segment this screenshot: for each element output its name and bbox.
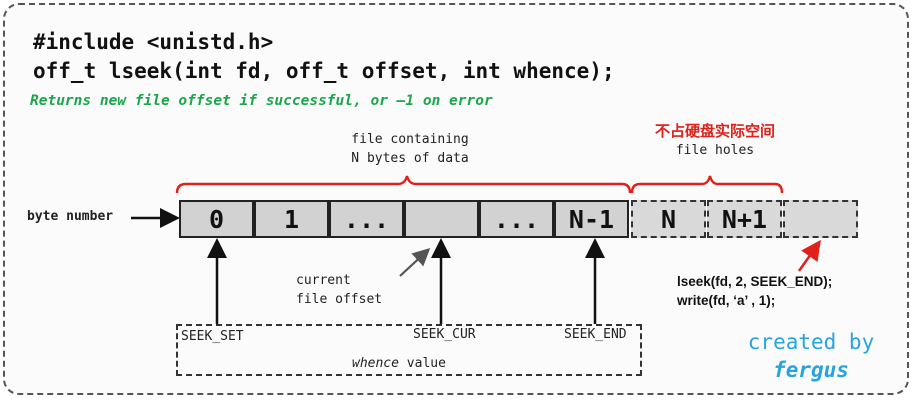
byte-cell-last: N-1 xyxy=(554,200,629,238)
whence-value-label: whence value xyxy=(352,356,446,371)
hole-cell-n: N xyxy=(631,200,706,238)
hole-code-line1: lseek(fd, 2, SEEK_END); xyxy=(677,274,833,289)
data-brace-label-line1: file containing xyxy=(351,132,469,147)
byte-cell-0: 0 xyxy=(179,200,254,238)
seek-cur-label: SEEK_CUR xyxy=(413,327,476,342)
function-signature: off_t lseek(int fd, off_t offset, int wh… xyxy=(33,59,615,83)
diagram-frame xyxy=(3,3,909,395)
current-offset-line2: file offset xyxy=(296,292,383,307)
written-byte-cell xyxy=(783,200,858,238)
current-offset-line1: current xyxy=(296,273,351,288)
seek-end-label: SEEK_END xyxy=(564,327,627,342)
include-line: #include <unistd.h> xyxy=(33,30,274,54)
whence-box xyxy=(176,324,642,376)
whence-word: whence xyxy=(352,356,399,371)
hole-code-example: lseek(fd, 2, SEEK_END); write(fd, ‘a’ , … xyxy=(677,272,832,310)
holes-label-english: file holes xyxy=(675,143,755,158)
credit: created by fergus xyxy=(736,328,886,384)
seek-set-label: SEEK_SET xyxy=(181,329,244,344)
credit-name: fergus xyxy=(773,358,849,382)
data-brace xyxy=(175,175,632,194)
whence-suffix: value xyxy=(398,356,446,371)
byte-cell-current xyxy=(404,200,479,238)
byte-cell-ellipsis-right: ... xyxy=(479,200,554,238)
data-brace-label-line2: N bytes of data xyxy=(351,151,469,166)
byte-cell-ellipsis-left: ... xyxy=(329,200,404,238)
current-offset-label: current file offset xyxy=(296,271,382,309)
credit-line: created by xyxy=(747,330,875,354)
hole-cell-n-plus-1: N+1 xyxy=(707,200,782,238)
write-arrow xyxy=(797,239,821,272)
byte-number-label: byte number xyxy=(27,209,114,224)
holes-label: 不占硬盘实际空间 file holes xyxy=(630,120,800,158)
holes-brace xyxy=(630,175,784,194)
byte-cell-1: 1 xyxy=(254,200,329,238)
return-note: Returns new file offset if successful, o… xyxy=(30,93,493,109)
holes-label-chinese: 不占硬盘实际空间 xyxy=(654,122,775,140)
current-offset-arrow xyxy=(399,248,431,277)
data-brace-label: file containing N bytes of data xyxy=(330,130,490,168)
hole-code-line2: write(fd, ‘a’ , 1); xyxy=(677,293,776,308)
